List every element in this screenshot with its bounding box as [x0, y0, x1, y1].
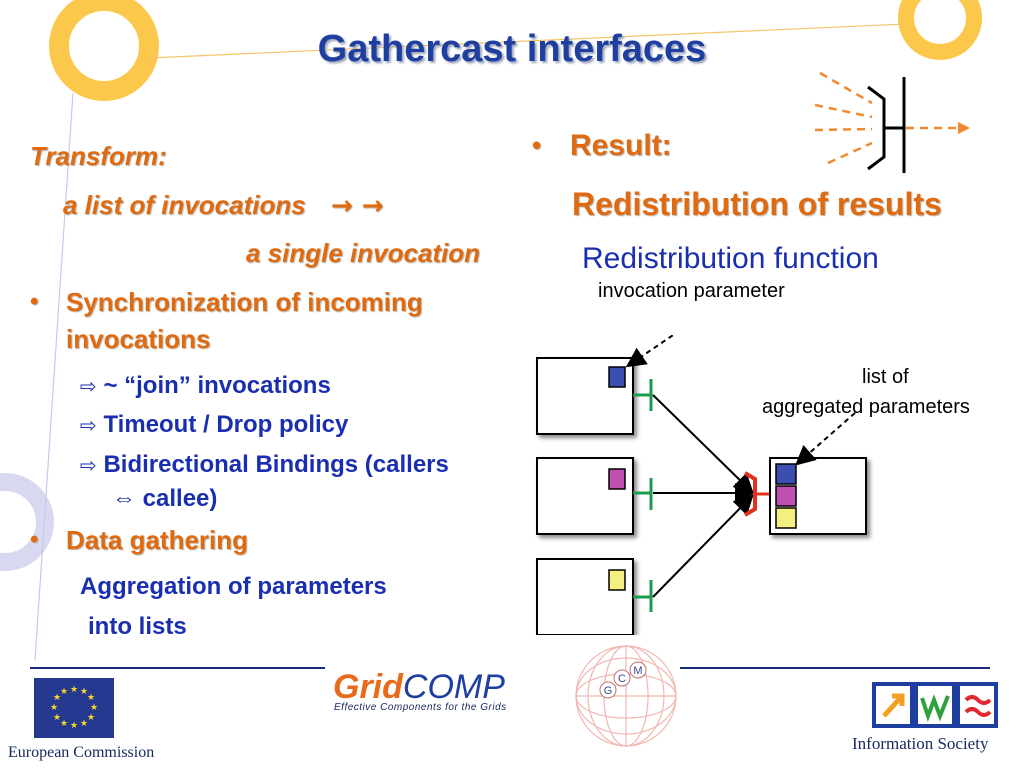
transform-label: Transform:: [30, 141, 167, 171]
svg-text:★: ★: [87, 713, 95, 723]
svg-text:★: ★: [70, 685, 78, 695]
svg-text:★: ★: [60, 687, 68, 697]
bullet-dot-2: •: [30, 526, 39, 553]
top-rule: [149, 23, 906, 59]
client-port-3: [633, 580, 653, 612]
svg-text:★: ★: [50, 703, 58, 713]
client-port-1: [633, 379, 653, 411]
info-society-label: Information Society: [852, 734, 989, 753]
double-arrow-icon: → →: [330, 191, 384, 221]
param-blue: [608, 366, 626, 388]
sub-item-timeout: ⇨ Timeout / Drop policy: [80, 411, 348, 439]
gridcomp-tagline: Effective Components for the Grids: [334, 702, 507, 713]
eu-stars-icon: ★★★ ★★★ ★★★ ★★★: [50, 685, 98, 731]
gathercast-symbol-icon: [814, 71, 970, 173]
result-label: Result:: [570, 129, 672, 162]
transform-text-1: a list of invocations: [63, 190, 306, 220]
hollow-arrow-icon: ⇨: [80, 453, 97, 477]
aggregation-line1: Aggregation of parameters: [80, 573, 387, 600]
svg-text:★: ★: [60, 719, 68, 729]
redistribution-function: Redistribution function: [582, 242, 879, 275]
invocation-parameter-label: invocation parameter: [598, 280, 785, 302]
hollow-arrow-icon: ⇨: [80, 374, 97, 398]
redistribution-diagram: [536, 335, 867, 635]
gridcomp-comp: COMP: [402, 668, 505, 706]
gcm-letter-m: M: [633, 665, 642, 677]
svg-text:★: ★: [53, 713, 61, 723]
aggregated-param-blue: [775, 463, 797, 485]
gcm-letter-c: C: [618, 673, 626, 685]
svg-text:★: ★: [53, 693, 61, 703]
sub-item-join-text: ~ “join” invocations: [103, 372, 331, 399]
aggregation-line2: into lists: [88, 613, 187, 640]
param-yellow: [608, 569, 626, 591]
gcm-sphere-icon: G C M: [575, 645, 677, 747]
transform-line2: a single invocation: [246, 238, 481, 268]
gcm-letter-g: G: [604, 685, 613, 697]
bullet-sync-line1: Synchronization of incoming: [66, 287, 423, 317]
bullet-data-gathering: Data gathering: [66, 525, 249, 555]
bullet-sync-line2: invocations: [66, 324, 211, 354]
information-society-logo: [872, 682, 998, 728]
aggregated-param-magenta: [775, 485, 797, 507]
param-magenta: [608, 468, 626, 490]
transform-line1: a list of invocations → →: [63, 190, 384, 221]
sub-item-bindings-text: Bidirectional Bindings (callers: [103, 451, 449, 478]
page-title: Gathercast interfaces: [317, 28, 707, 70]
bullet-dot-3: •: [532, 130, 542, 160]
left-lilac-ring: [0, 473, 54, 571]
eu-label: European Commission: [8, 744, 155, 761]
bullet-dot-1: •: [30, 288, 39, 315]
wave-icon: [920, 694, 950, 722]
left-diagonal-rule: [34, 92, 74, 661]
sub-item-join: ⇨ ~ “join” invocations: [80, 372, 331, 400]
redistribution-title: Redistribution of results: [572, 186, 942, 222]
approx-icon: [964, 695, 992, 717]
svg-text:★: ★: [80, 719, 88, 729]
svg-text:★: ★: [70, 721, 78, 731]
top-right-ring: [898, 0, 982, 60]
eu-logo: ★★★ ★★★ ★★★ ★★★: [34, 678, 114, 738]
gridcomp-logo: GridCOMP: [333, 668, 505, 707]
sub-item-bindings-cont: ⇔ callee): [112, 485, 218, 512]
client-port-2: [633, 478, 653, 510]
svg-text:★: ★: [80, 687, 88, 697]
svg-text:★: ★: [87, 693, 95, 703]
sub-item-timeout-text: Timeout / Drop policy: [103, 411, 349, 438]
top-left-ring: [49, 0, 159, 101]
hollow-arrow-icon: ⇨: [80, 413, 97, 437]
sub-item-bindings: ⇨ Bidirectional Bindings (callers: [80, 451, 512, 479]
aggregated-param-yellow: [775, 507, 797, 529]
list-of-label: list of: [862, 366, 909, 388]
svg-text:★: ★: [90, 703, 98, 713]
arrow-up-right-icon: [882, 693, 905, 718]
aggregated-parameters-label: aggregated parameters: [762, 396, 970, 418]
gridcomp-grid: Grid: [333, 668, 403, 706]
